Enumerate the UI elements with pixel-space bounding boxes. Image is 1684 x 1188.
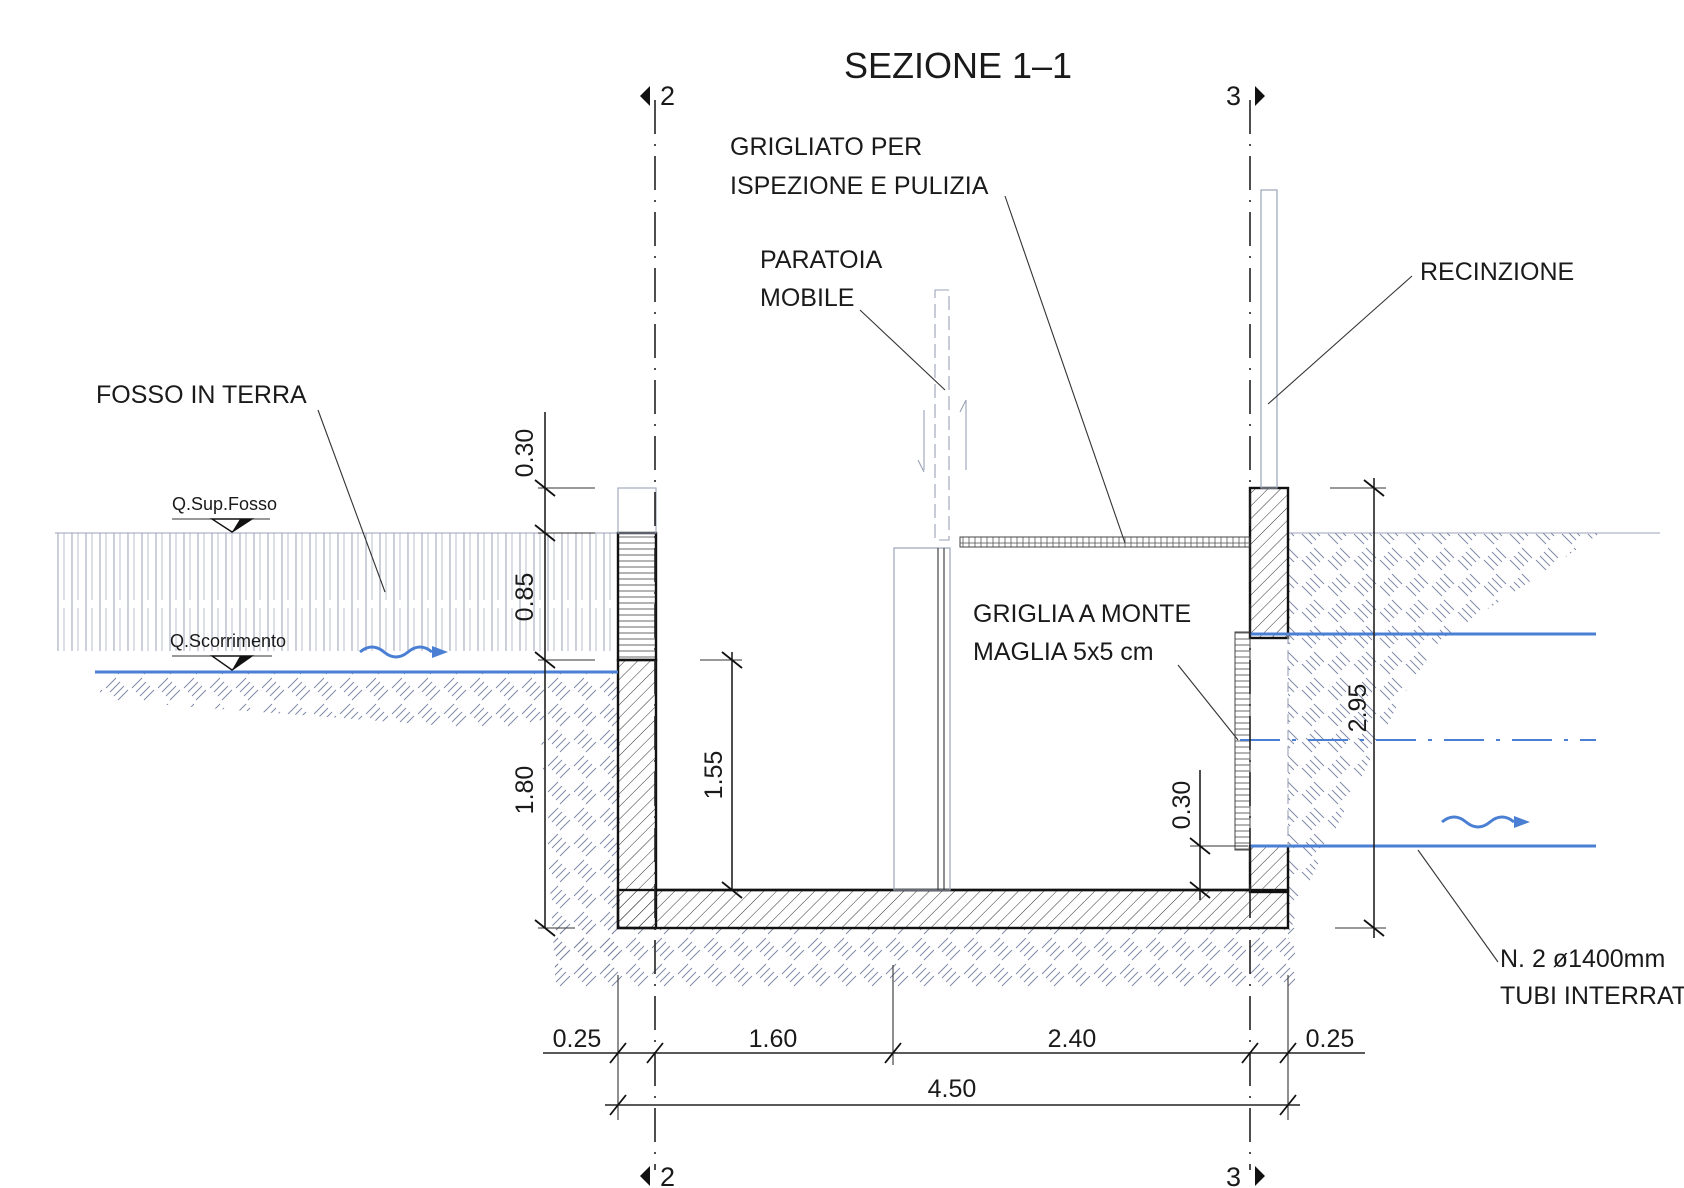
dim-span-right: 2.40 <box>1048 1025 1097 1053</box>
fence-post <box>1260 189 1278 489</box>
flow-arrow-left <box>359 645 433 659</box>
dim-wall-left: 0.25 <box>553 1025 602 1053</box>
dim-left-low: 1.80 <box>511 766 539 815</box>
base-slab <box>616 888 1290 930</box>
pipes <box>1240 632 1596 848</box>
dim-grate-gap: 0.30 <box>1168 770 1248 900</box>
tubi-leader <box>1417 849 1499 963</box>
soil-right <box>1288 533 1600 940</box>
grigliato-leader <box>1004 195 1126 544</box>
ditch-earth-fill <box>55 533 620 651</box>
griglia-leader <box>1177 664 1239 741</box>
dim-overall: 4.50 <box>928 1075 977 1103</box>
soil-base <box>555 928 1295 988</box>
dim-bottom-chain: 0.25 1.60 2.40 0.25 4.50 <box>543 965 1365 1120</box>
drawing-title: SEZIONE 1–1 <box>844 45 1072 86</box>
left-wall-upper <box>616 531 658 662</box>
section-3-top-arrow <box>1255 86 1265 106</box>
paratoia-label-1: PARATOIA <box>760 246 883 274</box>
dim-grate-gap-text: 0.30 <box>1168 781 1196 830</box>
paratoia-label-2: MOBILE <box>760 284 854 312</box>
left-wall <box>616 658 658 930</box>
section-2-bottom-label: 2 <box>660 1162 675 1188</box>
section-2-bottom-arrow <box>640 1166 650 1186</box>
dim-left-mid: 0.85 <box>511 573 539 622</box>
right-wall-lower <box>1248 844 1290 894</box>
griglia-label-1: GRIGLIA A MONTE <box>973 600 1191 628</box>
recinzione-leader <box>1267 275 1413 405</box>
flow-arrow-left-head <box>432 646 448 658</box>
tubi-label-2: TUBI INTERRATI <box>1500 982 1684 1010</box>
q-scorrimento-label: Q.Scorrimento <box>170 631 286 651</box>
dim-inner-height-text: 1.55 <box>700 751 728 800</box>
dim-left-chain: 0.30 0.85 1.80 <box>511 412 595 937</box>
section-3-bottom-arrow <box>1255 1166 1265 1186</box>
section-2-top-arrow <box>640 86 650 106</box>
tubi-label-1: N. 2 ø1400mm <box>1500 945 1665 973</box>
dim-left-top: 0.30 <box>511 429 539 478</box>
section-3-bottom-label: 3 <box>1226 1162 1241 1188</box>
paratoia-leader <box>859 309 946 391</box>
flow-arrow-right <box>1441 815 1515 829</box>
fosso-label: FOSSO IN TERRA <box>96 381 307 409</box>
q-sup-fosso-label: Q.Sup.Fosso <box>172 494 277 514</box>
paratoia-gate <box>893 289 967 891</box>
section-3-top-label: 3 <box>1226 81 1241 111</box>
dim-span-left: 1.60 <box>749 1025 798 1053</box>
dim-right-total: 2.95 <box>1330 478 1386 938</box>
left-wall-ghost <box>617 487 657 534</box>
recinzione-label: RECINZIONE <box>1420 258 1574 286</box>
fosso-leader <box>317 409 386 593</box>
gate-frame <box>893 547 951 891</box>
griglia-label-2: MAGLIA 5x5 cm <box>973 638 1154 666</box>
grigliato-grating <box>959 536 1251 548</box>
grigliato-label-2: ISPEZIONE E PULIZIA <box>730 172 989 200</box>
dim-right-total-text: 2.95 <box>1344 684 1372 733</box>
dim-wall-right: 0.25 <box>1306 1025 1355 1053</box>
gate-stem <box>934 289 950 541</box>
grigliato-label-1: GRIGLIATO PER <box>730 133 922 161</box>
concrete-channel <box>616 486 1290 930</box>
dim-inner-height: 1.55 <box>700 651 743 899</box>
flow-arrow-right-head <box>1514 816 1530 828</box>
right-wall-upper <box>1248 486 1290 640</box>
section-2-top-label: 2 <box>660 81 675 111</box>
